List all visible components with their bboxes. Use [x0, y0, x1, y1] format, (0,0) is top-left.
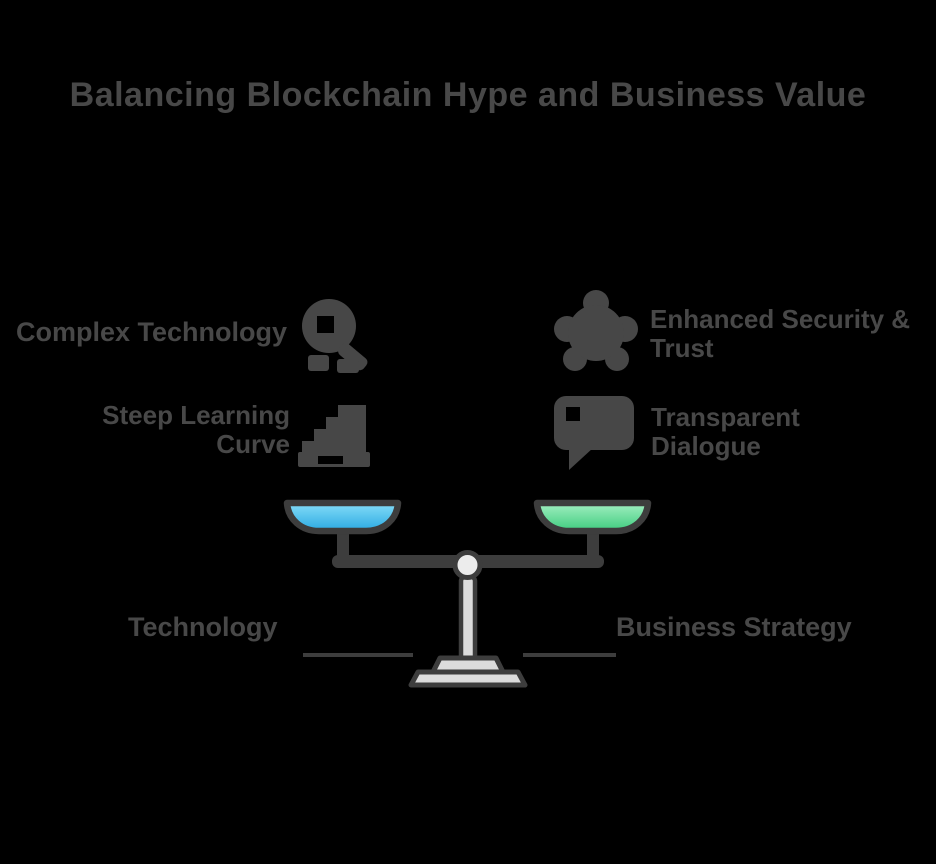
chat-bubble-icon	[552, 392, 638, 479]
item-label-line: Trust	[650, 333, 714, 363]
item-label-line: Enhanced Security &	[650, 304, 911, 334]
item-label-line: Curve	[216, 429, 290, 459]
balance-scale	[270, 488, 666, 705]
stairs-icon	[296, 397, 372, 478]
right-pan	[533, 499, 652, 535]
magnifier-icon	[293, 293, 379, 384]
item-label-right-1: Enhanced Security & Trust	[650, 305, 910, 363]
item-label-line: Dialogue	[651, 431, 761, 461]
pan-label-right: Business Strategy	[616, 612, 852, 642]
pan-label-left: Technology	[128, 612, 278, 642]
scale-base-bottom	[408, 669, 528, 688]
scale-post	[458, 574, 478, 664]
page-title: Balancing Blockchain Hype and Business V…	[69, 76, 867, 114]
item-label-line: Complex Technology	[15, 317, 287, 347]
item-label-left-1: Complex Technology	[16, 317, 287, 348]
item-label-right-2: Transparent Dialogue	[651, 403, 800, 461]
connector-left	[303, 653, 413, 657]
pivot-circle	[452, 550, 483, 580]
item-label-line: Steep Learning	[102, 400, 290, 430]
hanger-right	[587, 528, 599, 562]
item-label-left-2: Steep Learning Curve	[102, 401, 290, 459]
connector-right	[523, 653, 616, 657]
network-icon	[549, 287, 643, 384]
left-pan	[283, 499, 402, 535]
hanger-left	[337, 528, 349, 562]
item-label-line: Transparent	[651, 402, 800, 432]
